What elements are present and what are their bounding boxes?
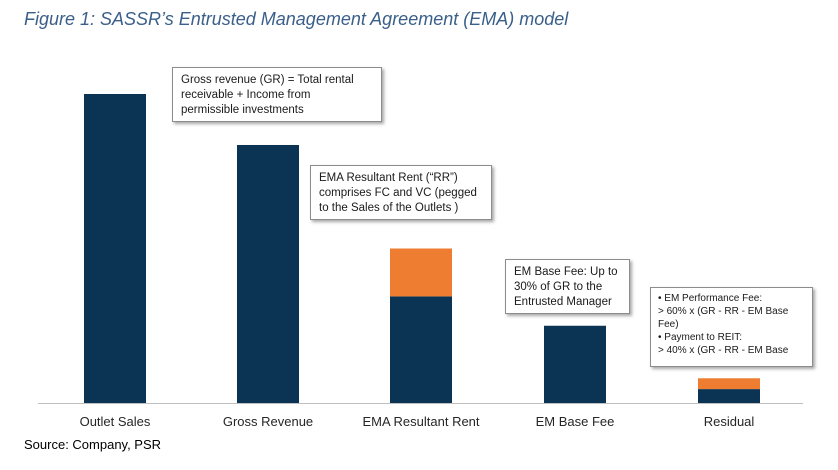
category-label-gross-revenue: Gross Revenue [222,414,314,429]
bar-ema-resultant-rent-top [390,248,452,297]
bar-em-base-fee [544,325,606,403]
category-label-em-base-fee: EM Base Fee [535,414,615,429]
bar-residual [698,389,760,403]
category-label-ema-resultant-rent: EMA Resultant Rent [362,414,480,429]
bar-gross-revenue [237,144,299,404]
figure-title: Figure 1: SASSR’s Entrusted Management A… [24,9,569,29]
annotation-residual: • EM Performance Fee: > 60% x (GR - RR -… [650,287,813,367]
bar-ema-resultant-rent [390,296,452,403]
annotation-resultant-rent: EMA Resultant Rent (“RR”) comprises FC a… [310,165,492,220]
source-note: Source: Company, PSR [24,437,162,452]
annotation-gross-revenue: Gross revenue (GR) = Total rental receiv… [172,67,382,122]
bar-residual-top [698,378,760,390]
annotation-em-base-fee: EM Base Fee: Up to 30% of GR to the Entr… [505,259,630,314]
category-label-outlet-sales: Outlet Sales [79,414,151,429]
category-label-residual: Residual [703,414,755,429]
bar-outlet-sales [84,94,146,403]
